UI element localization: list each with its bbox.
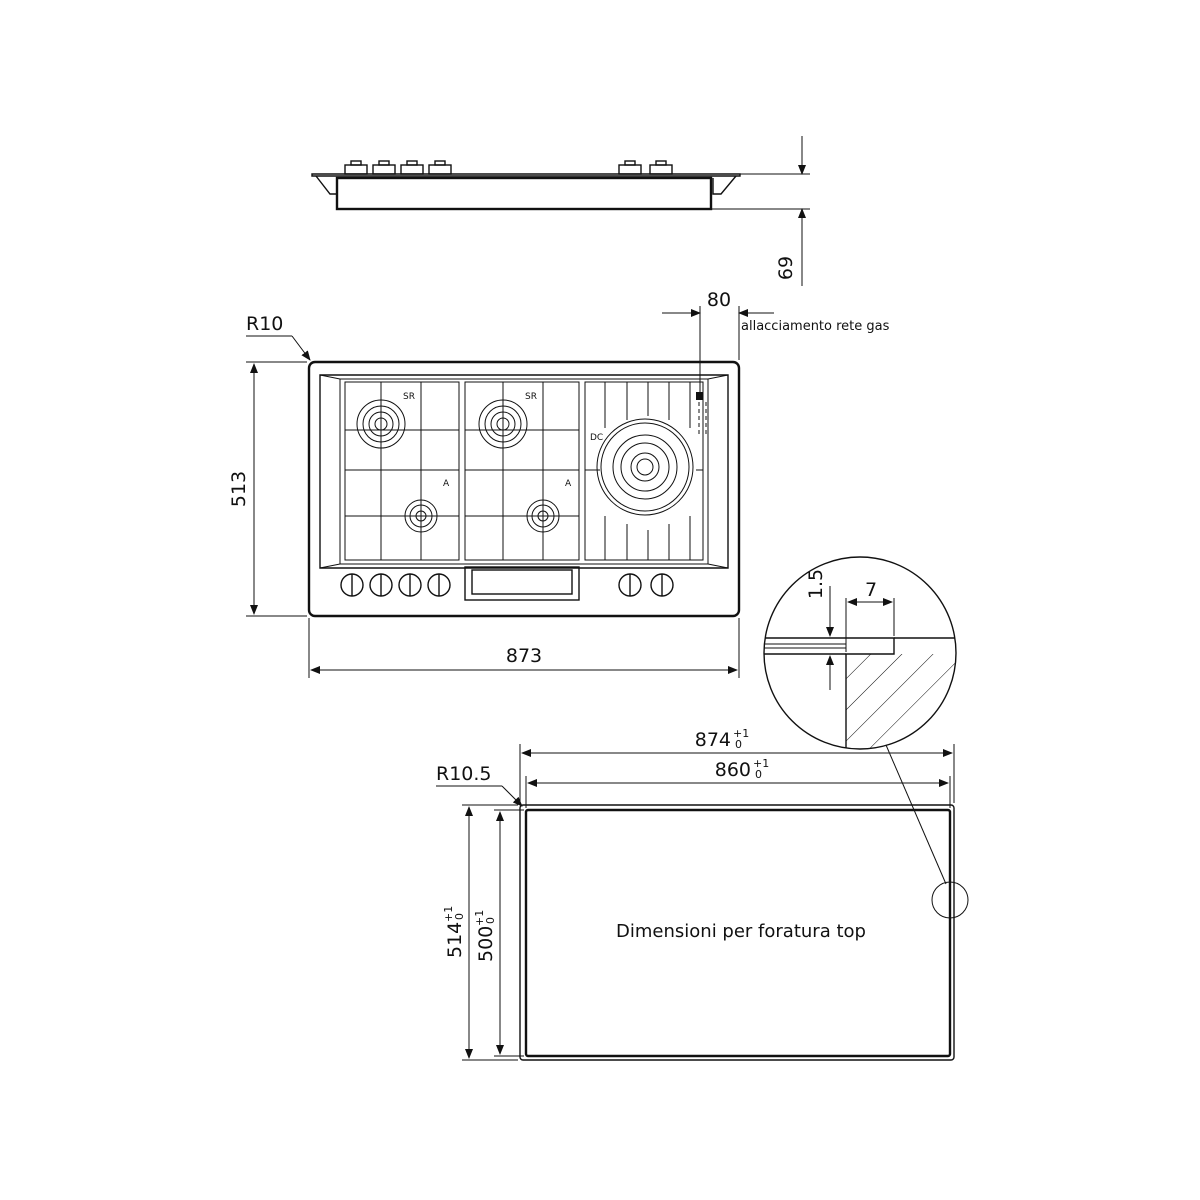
dim-edge: 7	[865, 579, 877, 601]
side-knobs	[344, 160, 673, 175]
gas-connection-note: allacciamento rete gas	[741, 319, 890, 334]
burner-label-a-middle: A	[565, 479, 572, 489]
dim-corner-radius: R10	[246, 313, 283, 335]
burner-sr-middle	[478, 399, 528, 449]
dim-inner-width: 860	[715, 759, 751, 781]
pan-supports	[344, 381, 704, 561]
tol-plus-outer-depth: +1	[442, 906, 455, 922]
burner-sr-left	[356, 399, 406, 449]
gas-connection-marker	[696, 392, 703, 400]
tol-minus-outer-depth: 0	[453, 913, 466, 920]
tol-minus-outer-width: 0	[735, 738, 742, 751]
tol-minus-inner-depth: 0	[484, 917, 497, 924]
burner-dc	[596, 418, 694, 516]
tol-plus-inner-depth: +1	[473, 910, 486, 926]
dim-height: 69	[775, 256, 797, 280]
edge-detail: 1.5 7	[763, 556, 957, 885]
dim-gas-offset: 80	[707, 289, 731, 311]
dim-outer-depth: 514	[444, 922, 466, 958]
burner-label-dc: DC	[590, 433, 603, 443]
dim-thickness: 1.5	[805, 569, 827, 599]
detail-reference-circle	[931, 881, 969, 919]
tol-minus-inner-width: 0	[755, 768, 762, 781]
tol-plus-outer-width: +1	[733, 727, 749, 740]
hob-outline	[307, 360, 741, 618]
control-panel	[340, 566, 674, 601]
tol-plus-inner-width: +1	[753, 757, 769, 770]
top-view: SR SR A A DC R10 513	[228, 289, 890, 678]
cutout-outer	[519, 804, 955, 1061]
hob-body-side	[335, 176, 713, 211]
cutout-inner	[524, 808, 952, 1058]
dim-outer-width: 874	[695, 729, 731, 751]
burner-label-sr-middle: SR	[525, 392, 537, 402]
dim-width: 873	[506, 645, 542, 667]
dim-cutout-radius: R10.5	[436, 763, 492, 785]
burner-label-sr-left: SR	[403, 392, 415, 402]
cutout-view: Dimensioni per foratura top 874 +1 0 860…	[436, 727, 969, 1061]
cutout-caption: Dimensioni per foratura top	[616, 921, 866, 942]
burner-a-left	[404, 499, 438, 533]
dim-depth: 513	[228, 471, 250, 507]
dim-inner-depth: 500	[475, 926, 497, 962]
side-view: 69	[311, 136, 810, 286]
burner-label-a-left: A	[443, 479, 450, 489]
burner-a-middle	[526, 499, 560, 533]
